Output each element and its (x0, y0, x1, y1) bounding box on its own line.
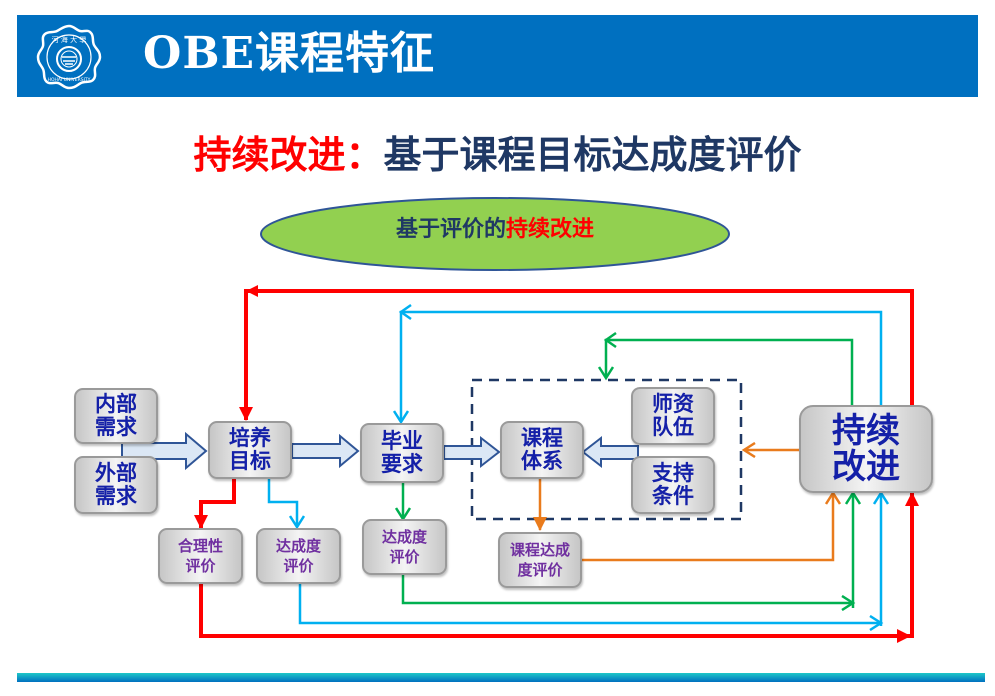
node-continuous-improvement: 持续改进 (799, 405, 933, 493)
oval-text-highlight: 持续改进 (506, 217, 595, 242)
page-title: OBE课程特征 (143, 28, 436, 79)
block-arrow-resources-to-curriculum (581, 435, 639, 469)
node-curriculum-system: 课程体系 (500, 421, 584, 479)
arrow-req-eval-to-improvement-h (401, 575, 853, 603)
node-requirements-achievement-eval: 达成度评价 (362, 519, 447, 575)
svg-text:HOHAI UNIVERSITY: HOHAI UNIVERSITY (48, 77, 91, 83)
arrow-course-eval-to-improvement (582, 493, 833, 562)
node-faculty: 师资队伍 (631, 387, 715, 445)
oval-banner (260, 197, 730, 271)
oval-banner-text: 基于评价的持续改进 (258, 212, 732, 248)
node-support-conditions: 支持条件 (631, 456, 715, 514)
arrow-training-goals-to-rationality-eval (194, 479, 236, 529)
block-arrow-training-goals-to-grad-req (291, 433, 360, 469)
cyan-top-arrowhead (398, 303, 412, 321)
node-rationality-eval: 合理性评价 (158, 528, 243, 584)
title-bar (17, 15, 978, 97)
feedback-arrow-cyan-to-grad-req (401, 310, 883, 422)
block-arrow-grad-req-to-curriculum (443, 435, 501, 469)
subtitle-highlight: 持续改进： (193, 133, 384, 177)
node-goals-achievement-eval: 达成度评价 (256, 528, 341, 584)
arrow-goals-eval-to-improvement-h (298, 584, 881, 623)
svg-text:河 海 大 學: 河 海 大 學 (52, 35, 87, 44)
feedback-arrow-green-to-curriculum (606, 338, 854, 405)
node-training-goals: 培养目标 (208, 421, 292, 479)
arrow-rationality-eval-to-improvement-h (199, 584, 911, 643)
arrow-training-goals-to-achievement-eval (267, 479, 297, 527)
green-top-arrowhead (603, 331, 617, 349)
oval-text-prefix: 基于评价的 (395, 217, 506, 242)
node-external-needs: 外部需求 (74, 456, 158, 514)
slide-subtitle: 持续改进：基于课程目标达成度评价 (0, 128, 995, 182)
subtitle-text: 基于课程目标达成度评价 (383, 133, 802, 177)
node-internal-needs: 内部需求 (74, 388, 158, 444)
university-logo: 河 海 大 學 HOHAI UNIVERSITY (36, 24, 102, 90)
feedback-arrow-red-to-training-goals (239, 289, 914, 421)
footer-divider (17, 673, 985, 682)
node-graduation-requirements: 毕业要求 (360, 423, 444, 483)
node-course-achievement-eval: 课程达成度评价 (498, 532, 582, 588)
seal-outline-icon (36, 24, 102, 90)
red-top-arrowhead (246, 285, 258, 297)
